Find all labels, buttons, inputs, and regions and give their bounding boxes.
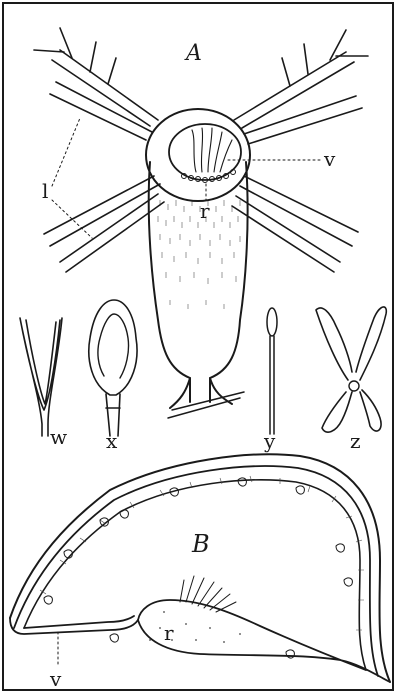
label-y: y	[263, 429, 276, 453]
label-l: l	[42, 179, 48, 203]
arms-left	[34, 28, 164, 272]
plate-frame	[3, 3, 393, 690]
inner-wall	[24, 480, 366, 670]
cell-body-shading	[158, 200, 240, 309]
detail-y: y	[263, 308, 277, 453]
l-leader-upper	[52, 118, 80, 186]
label-v-top: v	[323, 147, 336, 171]
figure-a: A l v r	[34, 28, 368, 418]
basal-stipple	[149, 611, 241, 643]
figure-b: B v r	[10, 454, 390, 691]
outer-wall-inner-line	[14, 466, 378, 676]
vestibule-cilia	[192, 128, 232, 172]
cell-head	[146, 109, 250, 201]
basal-cell	[138, 600, 390, 682]
aperture-lip	[10, 616, 138, 634]
label-r-bottom: r	[164, 621, 174, 645]
label-x: x	[106, 429, 118, 453]
panel-b-label: B	[191, 530, 210, 558]
cell-body-outline	[149, 162, 248, 402]
detail-w: w	[20, 318, 67, 449]
label-v-bottom: v	[49, 667, 62, 691]
label-w: w	[50, 425, 67, 449]
arms-right	[232, 30, 368, 272]
substrate-twig	[168, 392, 244, 418]
label-z: z	[350, 429, 361, 453]
panel-a-label: A	[184, 41, 202, 66]
outer-wall	[10, 454, 390, 682]
label-r-top: r	[200, 199, 210, 223]
detail-z: z	[316, 307, 386, 453]
detail-x: x	[89, 300, 137, 453]
